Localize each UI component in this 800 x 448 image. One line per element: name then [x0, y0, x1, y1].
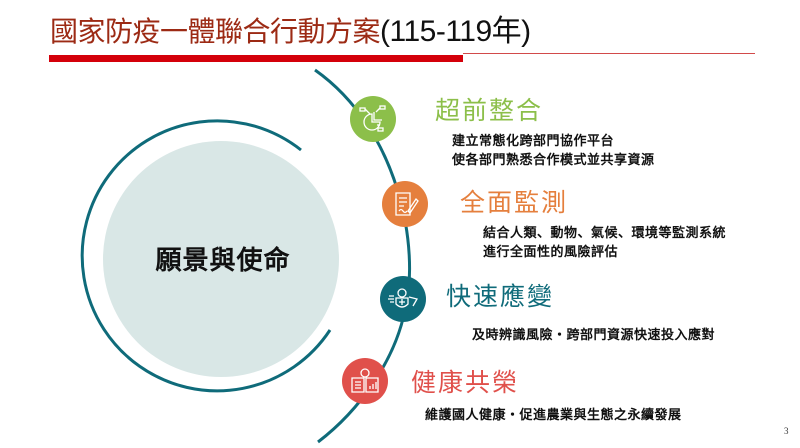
page-number: 3 [784, 426, 789, 436]
pillar-heading: 快速應變 [446, 282, 555, 311]
slide-title: 國家防疫一體聯合行動方案(115-119年) [50, 14, 531, 50]
finance-book-icon [342, 358, 388, 404]
title-underline-thin [463, 53, 755, 54]
pillar-desc-line: 及時辨識風險・跨部門資源快速投入應對 [472, 328, 716, 343]
title-underline-thick [49, 55, 463, 62]
chart-pie-flow-icon [350, 96, 396, 142]
pillar-heading: 全面監測 [460, 188, 569, 217]
rapid-shield-response-icon [380, 276, 426, 322]
center-ring-arc [80, 119, 332, 393]
center-label: 願景與使命 [155, 246, 291, 276]
pillar-desc-line: 使各部門熟悉合作模式並共享資源 [452, 153, 655, 168]
pillar-heading: 健康共榮 [411, 368, 520, 397]
title-main: 國家防疫一體聯合行動方案 [50, 15, 381, 48]
center-circle [103, 141, 339, 377]
pillar-heading: 超前整合 [435, 96, 544, 125]
title-year-range: (115-119年) [380, 15, 531, 48]
document-edit-icon [382, 181, 428, 227]
pillar-desc-line: 結合人類、動物、氣候、環境等監測系統 [483, 226, 727, 241]
pillar-desc-line: 建立常態化跨部門協作平台 [452, 134, 615, 149]
pillar-desc-line: 維護國人健康・促進農業與生態之永續發展 [425, 408, 682, 423]
pillar-desc-line: 進行全面性的風險評估 [483, 245, 619, 260]
